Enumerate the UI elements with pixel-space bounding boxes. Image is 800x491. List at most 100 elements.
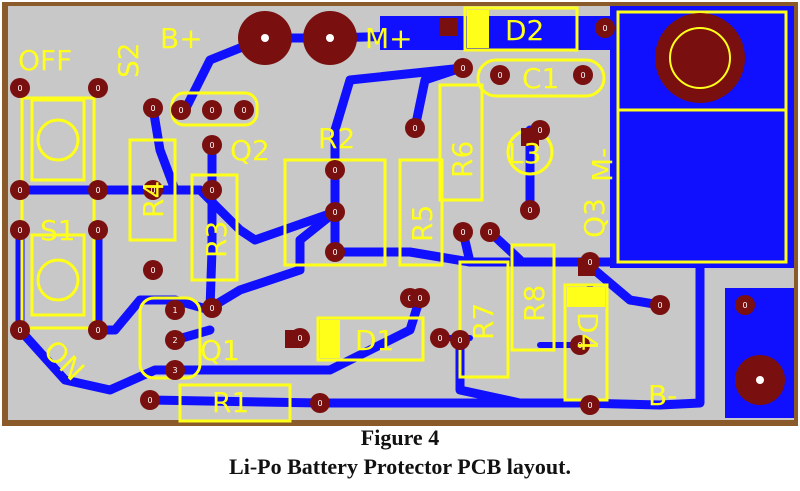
label-off: OFF xyxy=(18,44,72,77)
pad-number: 0 xyxy=(147,396,152,405)
pad xyxy=(735,295,755,315)
pad xyxy=(480,222,500,242)
q3-outline xyxy=(616,10,788,264)
label-s1: S1 xyxy=(40,214,76,247)
pad xyxy=(88,220,108,240)
pad-number: 0 xyxy=(657,301,662,310)
pad xyxy=(573,65,593,85)
pad-number: 0 xyxy=(17,84,22,93)
pad xyxy=(140,390,160,410)
r5-outline xyxy=(398,158,444,267)
pad-number: 0 xyxy=(150,186,155,195)
pad-q3-tab xyxy=(655,13,745,103)
pad-number: 0 xyxy=(580,71,585,80)
label-r2: R2 xyxy=(318,122,355,155)
pad-number: 0 xyxy=(742,301,747,310)
pad-number: 0 xyxy=(407,294,412,303)
pad xyxy=(310,393,330,413)
pad xyxy=(234,100,254,120)
pad xyxy=(490,65,510,85)
label-b-plus: B+ xyxy=(160,22,203,55)
label-r1: R1 xyxy=(212,386,249,419)
pad-number: 0 xyxy=(460,228,465,237)
pad xyxy=(650,295,670,315)
r7-outline xyxy=(458,260,510,379)
pad-number: 0 xyxy=(209,106,214,115)
pad-number: 0 xyxy=(332,166,337,175)
label-r5: R5 xyxy=(406,205,439,242)
pad xyxy=(10,78,30,98)
pad xyxy=(580,395,600,415)
pad-number: 0 xyxy=(209,304,214,313)
pad-number: 0 xyxy=(297,334,302,343)
label-d4: D4 xyxy=(571,312,604,351)
pad-number: 0 xyxy=(95,326,100,335)
pad xyxy=(10,180,30,200)
pad xyxy=(570,335,590,355)
pad-number: 0 xyxy=(457,336,462,345)
pad-number: 0 xyxy=(150,266,155,275)
pad xyxy=(88,78,108,98)
pad-number: 0 xyxy=(602,24,607,33)
pad-number: 2 xyxy=(172,336,177,345)
caption-title: Figure 4 xyxy=(360,425,440,450)
d1-outline xyxy=(316,316,425,362)
pad xyxy=(405,118,425,138)
pad xyxy=(165,330,185,350)
pad-number: 0 xyxy=(437,334,442,343)
pad-number: 0 xyxy=(587,258,592,267)
pad-number: 0 xyxy=(241,106,246,115)
label-r4: R4 xyxy=(137,181,170,218)
pad xyxy=(453,58,473,78)
pad-number: 0 xyxy=(95,226,100,235)
label-m-plus: M+ xyxy=(365,22,413,55)
pad-number: 0 xyxy=(537,126,542,135)
pad-number: 0 xyxy=(317,399,322,408)
pad xyxy=(202,298,222,318)
pad-number: 0 xyxy=(209,186,214,195)
label-d2: D2 xyxy=(505,14,544,47)
pad xyxy=(88,320,108,340)
label-q1: Q1 xyxy=(200,334,240,367)
pad-number: 0 xyxy=(95,186,100,195)
d2-outline xyxy=(463,6,579,52)
pad xyxy=(520,200,540,220)
c1-outline xyxy=(476,58,606,98)
pad xyxy=(290,328,310,348)
r6-outline xyxy=(438,83,484,202)
pad-number: 0 xyxy=(17,226,22,235)
pad-number: 0 xyxy=(527,206,532,215)
pad-number: 0 xyxy=(332,248,337,257)
pad xyxy=(530,120,550,140)
pad xyxy=(325,242,345,262)
s2-switch-outline xyxy=(30,98,86,182)
pad xyxy=(410,288,430,308)
s1-switch-outline xyxy=(30,233,86,317)
r3-outline xyxy=(190,173,239,282)
r8-outline xyxy=(510,243,556,352)
label-r8: R8 xyxy=(518,285,551,322)
pad xyxy=(171,100,191,120)
pad-number: 1 xyxy=(172,306,177,315)
pad xyxy=(430,328,450,348)
figure-caption: Figure 4 Li-Po Battery Protector PCB lay… xyxy=(0,424,800,482)
caption-subtitle: Li-Po Battery Protector PCB layout. xyxy=(229,454,571,479)
pad-number: 0 xyxy=(17,186,22,195)
pad-number: 0 xyxy=(487,228,492,237)
label-r3: R3 xyxy=(200,221,233,258)
pad-number: 0 xyxy=(587,401,592,410)
pad-number: 0 xyxy=(332,208,337,217)
pad xyxy=(595,18,615,38)
pad xyxy=(10,320,30,340)
label-q3: Q3 xyxy=(578,198,611,238)
pad xyxy=(202,180,222,200)
silkscreen-outlines xyxy=(20,6,788,423)
pad xyxy=(143,180,163,200)
pad xyxy=(325,202,345,222)
pad xyxy=(143,98,163,118)
pad-number: 0 xyxy=(577,341,582,350)
pad xyxy=(143,260,163,280)
pad xyxy=(202,135,222,155)
pad xyxy=(88,180,108,200)
label-b-minus: B- xyxy=(648,379,677,412)
